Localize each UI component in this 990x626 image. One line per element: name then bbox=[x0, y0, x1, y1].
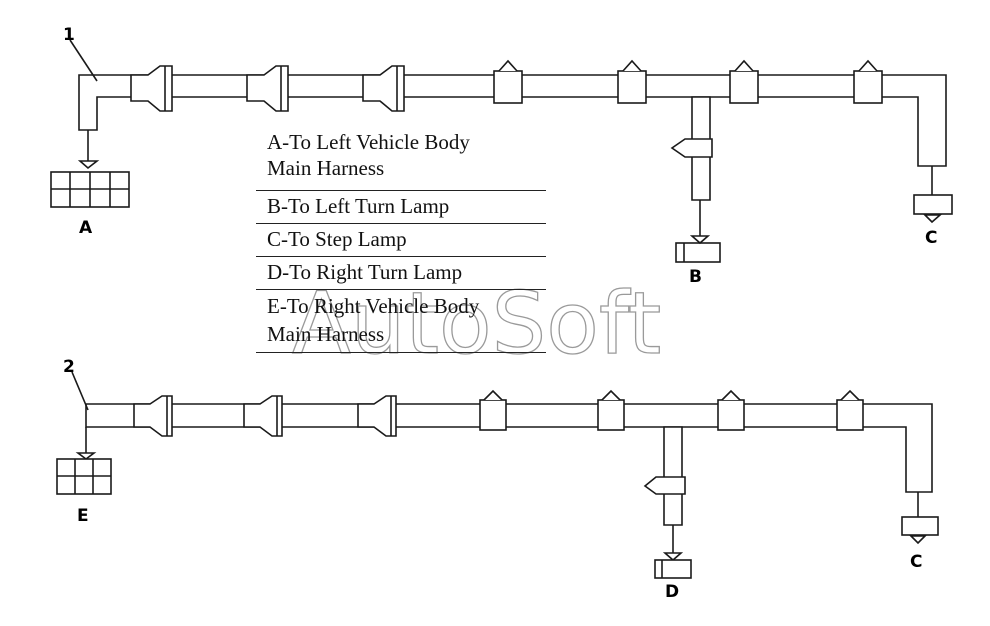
connector-c-bottom bbox=[901, 492, 939, 545]
legend-item-a-line1: A-To Left Vehicle Body bbox=[267, 130, 470, 154]
legend-item-c: C-To Step Lamp bbox=[256, 224, 546, 257]
harness-1-leader bbox=[69, 39, 98, 82]
connector-b-label: B bbox=[689, 267, 702, 287]
legend-item-e: E-To Right Vehicle Body Main Harness bbox=[256, 290, 546, 353]
connector-a-label: A bbox=[79, 218, 93, 238]
legend-item-a: A-To Left Vehicle Body Main Harness bbox=[256, 126, 546, 191]
legend-item-e-line2: Main Harness bbox=[267, 322, 385, 346]
harness-2 bbox=[56, 371, 939, 579]
connector-b bbox=[675, 235, 721, 263]
connector-c-top-label: C bbox=[925, 228, 937, 248]
connector-d bbox=[654, 552, 692, 579]
harness-2-leader bbox=[71, 371, 89, 411]
harness-2-branch-d bbox=[663, 426, 683, 526]
harness-1-clips bbox=[493, 59, 883, 104]
connector-e bbox=[56, 427, 112, 495]
legend-item-b: B-To Left Turn Lamp bbox=[256, 191, 546, 224]
legend-item-a-line2: Main Harness bbox=[267, 156, 385, 180]
harness-1-grommets bbox=[130, 65, 405, 112]
connector-c-top bbox=[913, 166, 953, 224]
harness-2-number: 2 bbox=[63, 357, 75, 377]
legend-table: A-To Left Vehicle Body Main Harness B-To… bbox=[256, 126, 546, 353]
connector-e-label: E bbox=[77, 506, 89, 526]
harness-1-branch-clip bbox=[670, 138, 713, 158]
connector-a bbox=[50, 130, 130, 208]
legend-item-d: D-To Right Turn Lamp bbox=[256, 257, 546, 290]
connector-c-bottom-label: C bbox=[910, 552, 922, 572]
harness-2-trunk bbox=[85, 403, 933, 493]
connector-d-label: D bbox=[665, 582, 679, 602]
watermark: AutoSoft bbox=[292, 274, 661, 374]
legend-item-b-text: B-To Left Turn Lamp bbox=[267, 194, 450, 218]
harness-1 bbox=[50, 39, 953, 263]
legend-item-c-text: C-To Step Lamp bbox=[267, 227, 407, 251]
legend-item-e-line1: E-To Right Vehicle Body bbox=[267, 294, 480, 318]
harness-2-clips bbox=[479, 389, 864, 431]
harness-2-grommets bbox=[133, 395, 397, 437]
harness-1-number: 1 bbox=[63, 25, 75, 45]
legend-item-d-text: D-To Right Turn Lamp bbox=[267, 260, 463, 284]
harness-2-branch-clip bbox=[643, 476, 686, 495]
